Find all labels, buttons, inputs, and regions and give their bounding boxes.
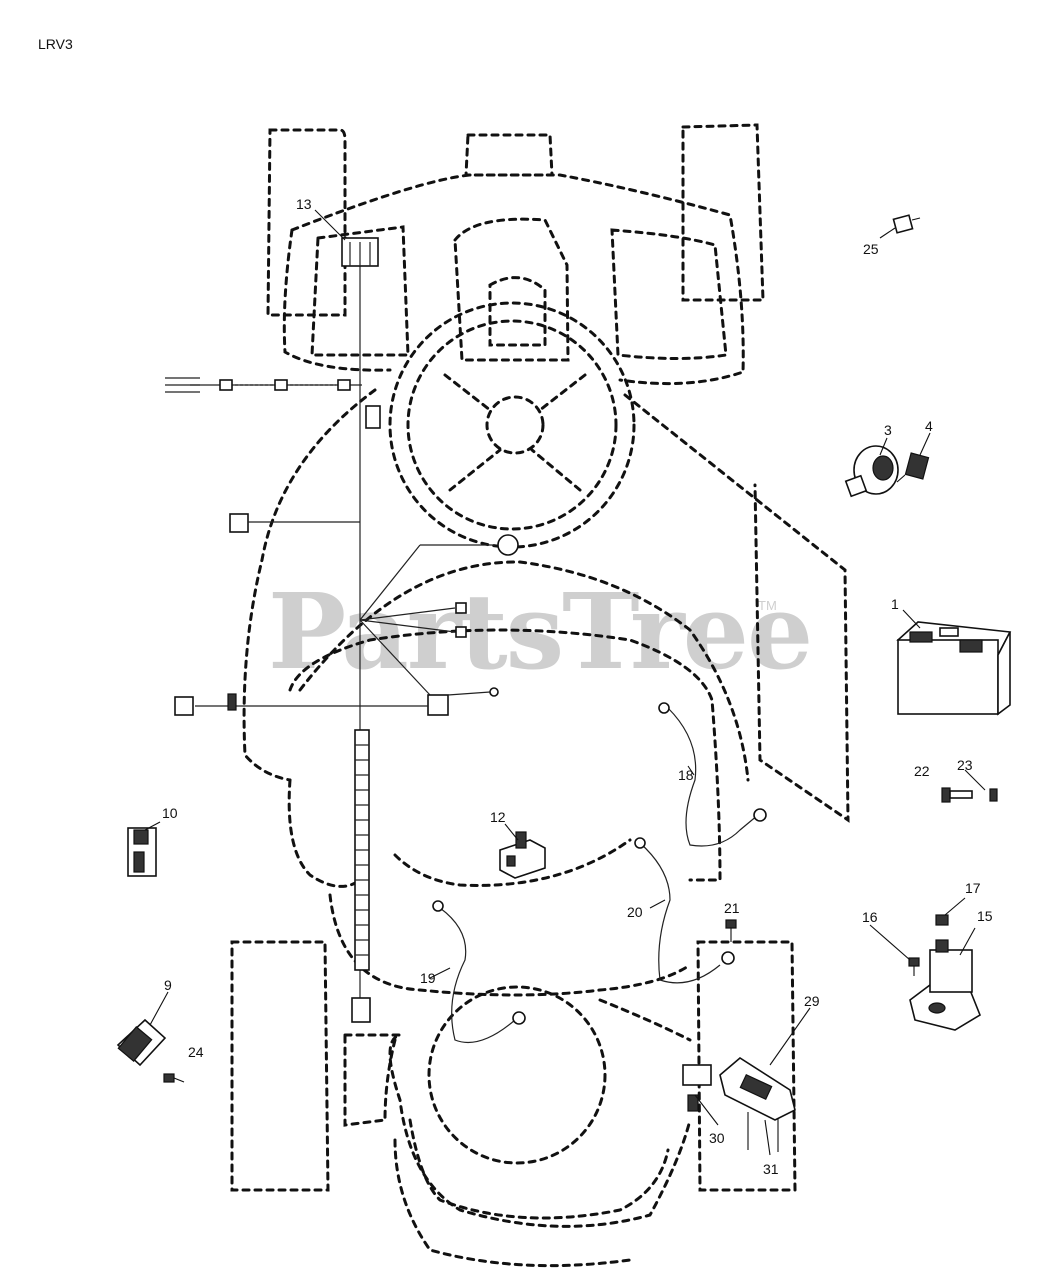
- callout-29: 29: [804, 993, 820, 1009]
- part-10-switch: [127, 827, 157, 877]
- callout-25: 25: [863, 241, 879, 257]
- part-17-nut: [935, 914, 949, 926]
- part-9-switch: [116, 1018, 167, 1067]
- part-1-battery: [896, 621, 1012, 716]
- part-16-bolt: [908, 957, 920, 976]
- part-30-connector: [682, 1064, 712, 1112]
- callout-4: 4: [925, 418, 933, 434]
- callout-30: 30: [709, 1130, 725, 1146]
- callout-19: 19: [420, 970, 436, 986]
- part-29-module: [719, 1057, 796, 1121]
- battery-cables: [432, 702, 767, 1044]
- callout-9: 9: [164, 977, 172, 993]
- part-12-switch: [499, 831, 546, 879]
- part-4-key: [896, 452, 930, 483]
- watermark-trademark: TM: [758, 598, 777, 613]
- part-24-screw: [163, 1073, 185, 1083]
- callout-20: 20: [627, 904, 643, 920]
- callout-10: 10: [162, 805, 178, 821]
- wiring-harness: [165, 237, 519, 1023]
- callout-3: 3: [884, 422, 892, 438]
- part-31-screws: [747, 1112, 779, 1152]
- part-23-nut: [989, 788, 998, 802]
- callout-23: 23: [957, 757, 973, 773]
- callout-13: 13: [296, 196, 312, 212]
- callout-15: 15: [977, 908, 993, 924]
- callout-1: 1: [891, 596, 899, 612]
- part-21-screw: [725, 919, 737, 942]
- callout-31: 31: [763, 1161, 779, 1177]
- callout-24: 24: [188, 1044, 204, 1060]
- callout-21: 21: [724, 900, 740, 916]
- part-3-ignition-switch: [844, 445, 899, 498]
- callout-12: 12: [490, 809, 506, 825]
- leader-lines: [144, 209, 986, 1156]
- part-25-fuse: [892, 214, 921, 234]
- part-22-bolt: [941, 787, 973, 803]
- callout-labels: 1 3 4 9 10 12 13 15 16 17 18 19 20 21 22…: [162, 196, 993, 1177]
- callout-18: 18: [678, 767, 694, 783]
- callout-22: 22: [914, 763, 930, 779]
- part-15-solenoid: [909, 939, 981, 1031]
- callout-17: 17: [965, 880, 981, 896]
- callout-16: 16: [862, 909, 878, 925]
- diagram-code: LRV3: [38, 36, 73, 52]
